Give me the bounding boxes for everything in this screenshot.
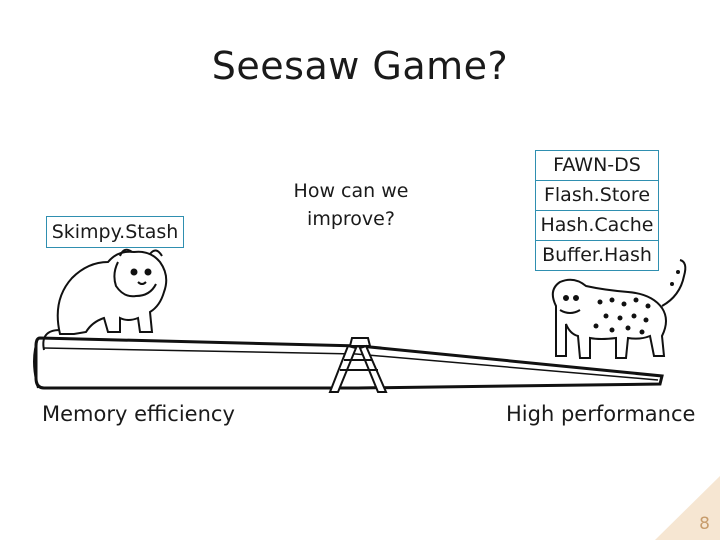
memory-efficiency-caption: Memory efficiency <box>42 402 235 426</box>
seesaw-fulcrum <box>328 337 388 393</box>
leopard-illustration <box>551 259 687 359</box>
corner-accent <box>655 476 720 540</box>
improve-question: How can we improve? <box>293 180 409 230</box>
system-label-fawn-ds: FAWN-DS <box>535 150 659 180</box>
lion-cub-illustration <box>42 248 168 351</box>
high-performance-systems-list: FAWN-DS Flash.Store Hash.Cache Buffer.Ha… <box>535 150 659 271</box>
system-label-hashcache: Hash.Cache <box>535 210 659 240</box>
system-label-flashstore: Flash.Store <box>535 180 659 210</box>
slide-title: Seesaw Game? <box>211 44 509 88</box>
high-performance-caption: High performance <box>506 402 696 426</box>
skimpystash-label-box: Skimpy.Stash <box>46 216 184 248</box>
system-label-bufferhash: Buffer.Hash <box>535 240 659 271</box>
page-number: 8 <box>699 514 710 534</box>
